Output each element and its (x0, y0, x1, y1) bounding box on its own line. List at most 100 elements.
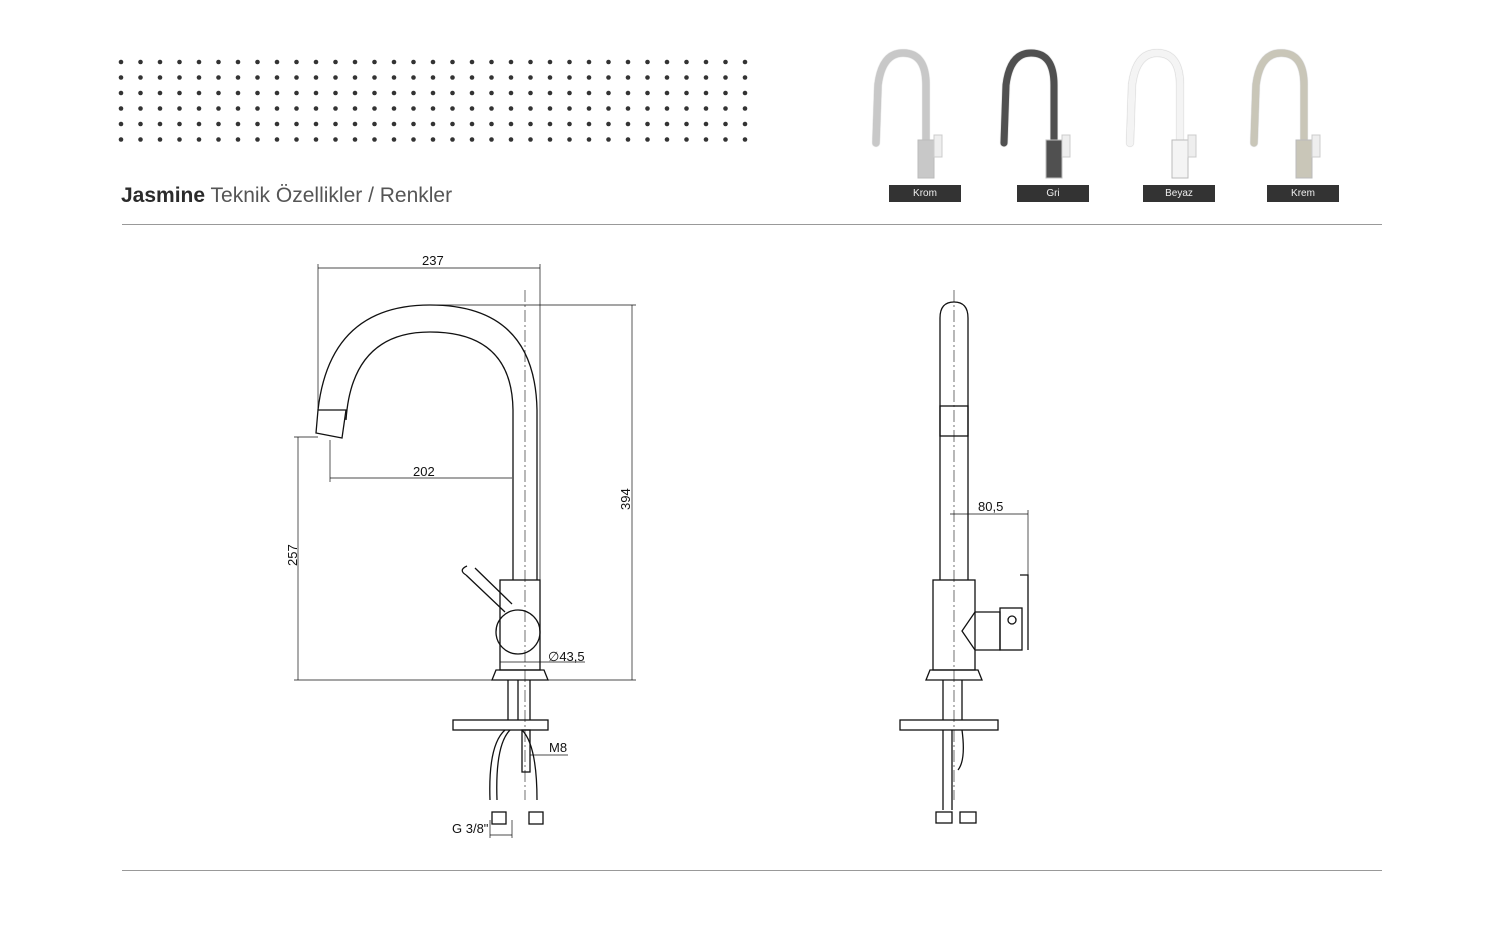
dot (118, 106, 124, 111)
dot (703, 106, 709, 111)
faucet-krem-image (1250, 49, 1321, 179)
dot (411, 59, 416, 65)
dot (216, 90, 221, 96)
dot (645, 90, 650, 96)
color-option-beyaz[interactable]: Beyaz (1122, 45, 1242, 203)
dot (489, 90, 494, 96)
dot (547, 106, 553, 111)
dot (528, 137, 533, 142)
dot (723, 59, 728, 65)
dot (294, 90, 299, 96)
dot (430, 59, 436, 65)
dot (742, 75, 748, 80)
dot (547, 75, 553, 80)
faucet-krom-image (872, 49, 943, 179)
dot (216, 75, 221, 80)
dot (703, 75, 709, 80)
dot (742, 90, 748, 96)
dot (742, 106, 748, 111)
dot (547, 137, 553, 142)
dot (489, 75, 494, 80)
dot (606, 90, 611, 96)
dot (157, 121, 163, 127)
dot (216, 106, 221, 111)
dot (372, 59, 377, 65)
dot (723, 137, 728, 142)
dot (313, 121, 319, 127)
dot (196, 75, 202, 80)
dot (645, 106, 650, 111)
dim-width: 237 (422, 253, 444, 268)
dot (567, 106, 572, 111)
dot (606, 106, 611, 111)
dot (703, 137, 709, 142)
dot (391, 59, 397, 65)
dot (235, 121, 241, 127)
dot (742, 59, 748, 65)
dot (391, 106, 397, 111)
dot (138, 137, 143, 142)
dot (450, 106, 455, 111)
dim-height: 394 (618, 488, 633, 510)
dot (216, 137, 221, 142)
dot (196, 121, 202, 127)
dot (645, 121, 650, 127)
dot (372, 121, 377, 127)
dot (177, 75, 182, 80)
dot (586, 106, 592, 111)
dot (352, 106, 358, 111)
dot (177, 137, 182, 142)
dot (177, 90, 182, 96)
dot (430, 121, 436, 127)
dot (274, 106, 280, 111)
dot (528, 75, 533, 80)
dim-connection: G 3/8" (452, 821, 489, 836)
dot (157, 59, 163, 65)
dot (567, 137, 572, 142)
dot (235, 75, 241, 80)
dot (703, 90, 709, 96)
dot (684, 90, 689, 96)
dot (138, 121, 143, 127)
dot (177, 59, 182, 65)
dot (625, 121, 631, 127)
dot (138, 59, 143, 65)
dot (664, 137, 670, 142)
dot (372, 75, 377, 80)
dot (703, 59, 709, 65)
dot (742, 137, 748, 142)
dot (684, 106, 689, 111)
dot (118, 75, 124, 80)
dot (138, 106, 143, 111)
dot (235, 137, 241, 142)
dot (469, 90, 475, 96)
dot (294, 59, 299, 65)
color-option-krem[interactable]: Krem (1246, 45, 1366, 203)
dot (235, 59, 241, 65)
dot (664, 121, 670, 127)
color-label: Gri (1017, 185, 1089, 202)
dot (469, 106, 475, 111)
dim-diameter: ∅43,5 (548, 649, 585, 664)
dot (391, 90, 397, 96)
dot (352, 59, 358, 65)
dot (411, 121, 416, 127)
color-option-gri[interactable]: Gri (996, 45, 1116, 203)
color-option-krom[interactable]: Krom (868, 45, 988, 203)
dot (567, 75, 572, 80)
divider-bottom (122, 870, 1382, 871)
dot (118, 59, 124, 65)
dot (664, 59, 670, 65)
dot-pattern (118, 59, 748, 142)
dot (547, 59, 553, 65)
faucet-beyaz-image (1126, 49, 1197, 179)
dot (255, 121, 260, 127)
dot (684, 121, 689, 127)
dot (352, 137, 358, 142)
dot (723, 90, 728, 96)
dim-spout-height: 257 (285, 544, 300, 566)
dot (469, 137, 475, 142)
dot (586, 121, 592, 127)
dot (586, 90, 592, 96)
